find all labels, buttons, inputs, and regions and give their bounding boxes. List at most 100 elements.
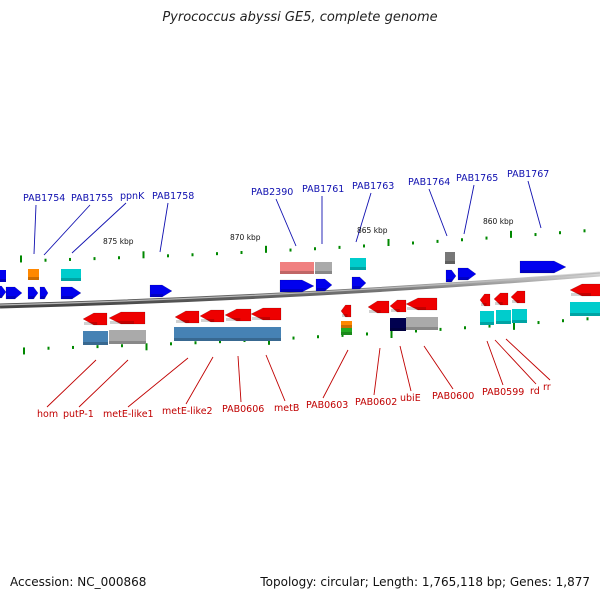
leader-top-7 <box>428 188 448 237</box>
gene-label-rr[interactable]: rr <box>543 382 551 393</box>
reverse-gene-1-shade <box>110 321 134 324</box>
forward-gene-11-shade <box>521 270 555 273</box>
cog-steelblue-0 <box>83 331 108 345</box>
rna-cyan-1 <box>350 258 366 270</box>
kbp-label-875: 875 kbp <box>103 237 134 246</box>
forward-gene-10-shade <box>459 277 469 280</box>
tick-bottom <box>121 344 123 348</box>
gene-label-pab2390[interactable]: PAB2390 <box>251 187 293 198</box>
rna-orange-0-shade <box>28 277 39 280</box>
leader-top-3 <box>159 202 169 253</box>
tick-top <box>510 230 512 238</box>
forward-gene-10 <box>457 267 477 281</box>
rna-orange-1 <box>341 321 352 328</box>
tick-top <box>216 252 218 256</box>
gene-label-pab1758[interactable]: PAB1758 <box>152 191 194 202</box>
tick-bottom <box>390 330 393 338</box>
accession-text: Accession: NC_000868 <box>10 575 147 589</box>
forward-gene-11 <box>519 260 567 274</box>
gene-label-metb[interactable]: metB <box>274 403 299 414</box>
tick-top <box>191 253 194 257</box>
forward-gene-8-shade <box>353 286 361 289</box>
reverse-gene-8-shade <box>391 309 400 312</box>
reverse-gene-11-shade <box>495 302 503 305</box>
forward-gene-8 <box>351 276 367 290</box>
cog-grey-3-shade <box>406 327 438 330</box>
tick-bottom <box>513 322 515 330</box>
reverse-gene-4-shade <box>226 318 241 321</box>
leader-top-2 <box>71 202 127 254</box>
forward-gene-9-shade <box>447 279 453 282</box>
gene-label-hom[interactable]: hom <box>37 409 58 420</box>
gene-label-mete-like1[interactable]: metE-like1 <box>103 409 154 420</box>
leader-top-8 <box>463 184 475 235</box>
cog-navy-0 <box>390 318 406 331</box>
leader-top-9 <box>527 180 542 229</box>
tick-top <box>118 256 120 260</box>
forward-gene-1-shade <box>7 296 16 299</box>
tick-top <box>20 255 22 263</box>
forward-gene-4-shade <box>62 296 73 299</box>
tick-bottom <box>562 319 564 323</box>
gene-label-pab0606[interactable]: PAB0606 <box>222 404 264 415</box>
tick-top <box>387 238 390 246</box>
gene-label-pab1754[interactable]: PAB1754 <box>23 193 65 204</box>
tick-bottom <box>537 321 540 325</box>
kbp-label-865: 865 kbp <box>357 226 388 235</box>
rna-orange-0 <box>28 269 39 280</box>
forward-gene-5 <box>149 284 173 298</box>
forward-gene-7 <box>315 278 333 292</box>
gene-label-mete-like2[interactable]: metE-like2 <box>162 406 213 417</box>
reverse-gene-13-shade <box>571 293 591 296</box>
gene-label-pab0599[interactable]: PAB0599 <box>482 387 524 398</box>
rna-cyan-0 <box>61 269 81 281</box>
reverse-gene-10-shade <box>481 303 487 306</box>
gene-label-pab1755[interactable]: PAB1755 <box>71 193 113 204</box>
tick-top <box>44 258 47 262</box>
gene-label-ppnk[interactable]: ppnK <box>120 191 145 202</box>
forward-gene-3-shade <box>41 296 46 299</box>
tick-top <box>559 231 561 235</box>
tick-bottom <box>586 317 589 321</box>
tick-bottom <box>194 341 197 345</box>
gene-label-pab1765[interactable]: PAB1765 <box>456 173 498 184</box>
gene-label-pab1761[interactable]: PAB1761 <box>302 184 344 195</box>
gene-label-pab0602[interactable]: PAB0602 <box>355 397 397 408</box>
gene-label-pab1763[interactable]: PAB1763 <box>352 181 394 192</box>
gene-label-pab1764[interactable]: PAB1764 <box>408 177 450 188</box>
rna-cyan-5-shade <box>570 313 600 316</box>
gene-label-ubie[interactable]: ubiE <box>400 393 421 404</box>
leader-top-4 <box>275 198 297 247</box>
rna-cyan-0-shade <box>61 278 81 281</box>
tick-top <box>289 248 292 252</box>
kbp-label-860: 860 kbp <box>483 217 514 226</box>
forward-gene-6-shade <box>281 289 303 292</box>
gene-label-putp-1[interactable]: putP-1 <box>63 409 94 420</box>
tick-bottom <box>317 335 319 339</box>
tick-bottom <box>464 326 466 330</box>
gene-label-rd[interactable]: rd <box>530 386 540 397</box>
tick-top <box>583 229 586 233</box>
forward-gene-outer-0 <box>0 270 6 282</box>
gene-label-pab1767[interactable]: PAB1767 <box>507 169 549 180</box>
reverse-gene-3 <box>199 309 225 323</box>
reverse-gene-6-shade <box>342 314 348 317</box>
label-leaders <box>33 180 551 408</box>
tick-bottom <box>488 324 491 328</box>
gene-label-pab0600[interactable]: PAB0600 <box>432 391 474 402</box>
cog-navy-0-shade <box>390 328 406 331</box>
tick-top <box>167 254 169 258</box>
leader-bottom-8 <box>399 345 412 392</box>
leader-bottom-4 <box>237 355 242 403</box>
tick-top <box>338 245 341 249</box>
kbp-label-870: 870 kbp <box>230 233 261 242</box>
tick-bottom <box>292 336 295 340</box>
tick-bottom <box>96 345 99 349</box>
rna-cyan-3 <box>496 310 511 324</box>
tick-bottom <box>219 340 221 344</box>
tick-bottom <box>170 342 172 346</box>
tick-bottom <box>145 343 148 351</box>
cog-salmon-0 <box>280 262 314 274</box>
gene-label-pab0603[interactable]: PAB0603 <box>306 400 348 411</box>
